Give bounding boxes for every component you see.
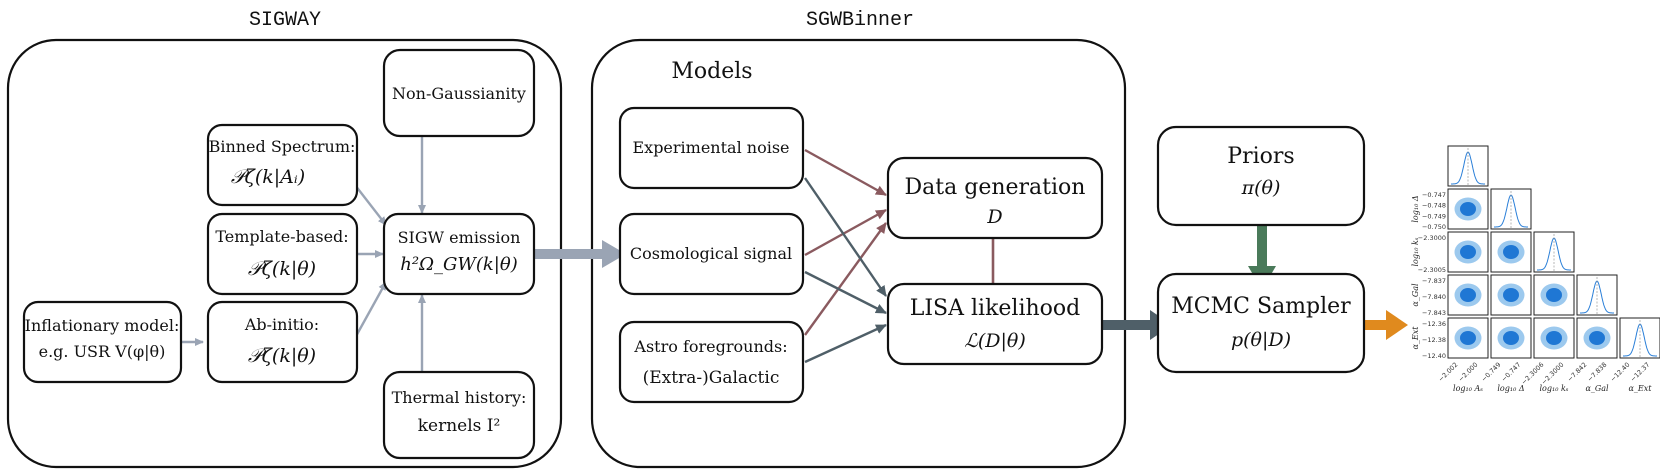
contour-inner: [1503, 245, 1519, 259]
models-label: Models: [671, 59, 752, 84]
contour-inner: [1503, 331, 1519, 345]
x-tick-label: −2.3000: [1540, 361, 1566, 387]
sigway-title: SIGWAY: [249, 9, 321, 32]
x-tick-label: −12.40: [1609, 361, 1632, 384]
ab-initio-box: Ab-initio: 𝒫ζ(k|θ): [206, 300, 359, 384]
lisa-likelihood-box: LISA likelihood ℒ(D|θ): [886, 282, 1104, 366]
template-based-box: Template-based: 𝒫ζ(k|θ): [206, 212, 359, 296]
x-tick-label: −0.747: [1500, 361, 1523, 384]
y-axis-label: log₁₀ kₛ: [1411, 237, 1420, 266]
svg-text:(Extra-)Galactic: (Extra-)Galactic: [643, 368, 780, 388]
contour-inner: [1546, 288, 1562, 302]
y-tick-label: −2.3005: [1418, 266, 1446, 274]
svg-text:LISA likelihood: LISA likelihood: [910, 296, 1081, 321]
mcmc-sampler-box: MCMC Sampler p(θ|D): [1156, 272, 1366, 374]
y-axis-label: α_Ext: [1411, 326, 1420, 350]
svg-text:kernels I²: kernels I²: [418, 416, 501, 436]
thermal-history-box: Thermal history: kernels I²: [382, 370, 536, 460]
svg-text:𝒫ζ(k|Aᵢ): 𝒫ζ(k|Aᵢ): [231, 166, 305, 188]
y-tick-label: −7.840: [1422, 293, 1446, 301]
y-tick-label: −0.749: [1422, 212, 1446, 220]
priors-to-mcmc-arrow: [1248, 214, 1276, 290]
y-tick-label: −12.38: [1422, 336, 1446, 344]
x-axis-label: log₁₀ Aₛ: [1453, 384, 1483, 393]
x-axis-label: log₁₀ Δ: [1497, 384, 1524, 393]
svg-text:ℒ(D|θ): ℒ(D|θ): [964, 330, 1026, 352]
y-tick-label: −2.3000: [1418, 234, 1446, 242]
y-tick-label: −12.40: [1422, 352, 1446, 360]
contour-inner: [1460, 288, 1476, 302]
svg-text:h²Ω_GW(k|θ): h²Ω_GW(k|θ): [400, 254, 517, 275]
svg-text:Priors: Priors: [1227, 144, 1294, 169]
contour-inner: [1460, 245, 1476, 259]
mcmc-to-corner-arrow: [1352, 310, 1408, 340]
contour-inner: [1460, 202, 1476, 216]
svg-text:Data generation: Data generation: [905, 175, 1086, 200]
contour-inner: [1546, 331, 1562, 345]
svg-text:Experimental noise: Experimental noise: [632, 138, 789, 157]
svg-text:Astro foregrounds:: Astro foregrounds:: [633, 337, 787, 356]
x-tick-label: −2.000: [1457, 361, 1480, 384]
priors-box: Priors π(θ): [1156, 125, 1366, 227]
svg-text:Non-Gaussianity: Non-Gaussianity: [392, 84, 526, 103]
svg-text:Cosmological signal: Cosmological signal: [630, 244, 792, 263]
contour-inner: [1589, 331, 1605, 345]
y-tick-label: −7.837: [1422, 277, 1446, 285]
svg-text:π(θ): π(θ): [1241, 177, 1281, 199]
svg-text:𝒫ζ(k|θ): 𝒫ζ(k|θ): [248, 258, 316, 280]
svg-text:SIGW emission: SIGW emission: [398, 228, 521, 247]
svg-text:Thermal history:: Thermal history:: [392, 388, 527, 407]
svg-text:Inflationary model:: Inflationary model:: [25, 316, 180, 335]
x-tick-label: −0.749: [1480, 361, 1503, 384]
y-tick-label: −0.747: [1422, 191, 1446, 199]
data-generation-box: Data generation D: [886, 156, 1104, 240]
lisa-to-mcmc-arrow: [1093, 310, 1172, 340]
x-tick-label: −7.842: [1566, 361, 1589, 384]
y-tick-label: −12.36: [1422, 320, 1446, 328]
svg-text:Binned Spectrum:: Binned Spectrum:: [209, 137, 356, 156]
svg-text:𝒫ζ(k|θ): 𝒫ζ(k|θ): [248, 345, 316, 367]
svg-text:MCMC Sampler: MCMC Sampler: [1171, 294, 1351, 319]
inflationary-model-box: Inflationary model: e.g. USR V(φ|θ): [22, 300, 183, 384]
x-axis-label: α_Ext: [1629, 384, 1653, 393]
x-axis-label: log₁₀ kₛ: [1540, 384, 1569, 393]
y-axis-label: log₁₀ Δ: [1411, 195, 1420, 222]
astro-foregrounds-box: Astro foregrounds: (Extra-)Galactic: [618, 320, 805, 404]
sigw-emission-box: SIGW emission h²Ω_GW(k|θ): [382, 212, 536, 296]
svg-text:D: D: [986, 206, 1002, 228]
y-tick-label: −0.750: [1422, 223, 1446, 231]
x-tick-label: −12.37: [1629, 361, 1652, 384]
svg-text:e.g. USR V(φ|θ): e.g. USR V(φ|θ): [39, 342, 166, 361]
svg-text:Ab-initio:: Ab-initio:: [244, 315, 319, 334]
svg-text:p(θ|D): p(θ|D): [1231, 329, 1291, 351]
y-tick-label: −7.843: [1422, 309, 1446, 317]
contour-inner: [1503, 288, 1519, 302]
x-tick-label: −2.002: [1437, 361, 1460, 384]
sigw-to-cosmo-arrow: [527, 240, 626, 268]
svg-text:Template-based:: Template-based:: [215, 227, 348, 246]
contour-inner: [1460, 331, 1476, 345]
binned-spectrum-box: Binned Spectrum: 𝒫ζ(k|Aᵢ): [206, 123, 359, 207]
y-tick-label: −0.748: [1422, 202, 1446, 210]
experimental-noise-box: Experimental noise: [618, 106, 805, 190]
x-tick-label: −7.838: [1586, 361, 1609, 384]
sgwbinner-title: SGWBinner: [806, 9, 914, 32]
y-axis-label: α_Gal: [1411, 283, 1420, 307]
x-axis-label: α_Gal: [1585, 384, 1609, 393]
cosmological-signal-box: Cosmological signal: [618, 212, 805, 296]
non-gaussianity-box: Non-Gaussianity: [382, 48, 536, 138]
